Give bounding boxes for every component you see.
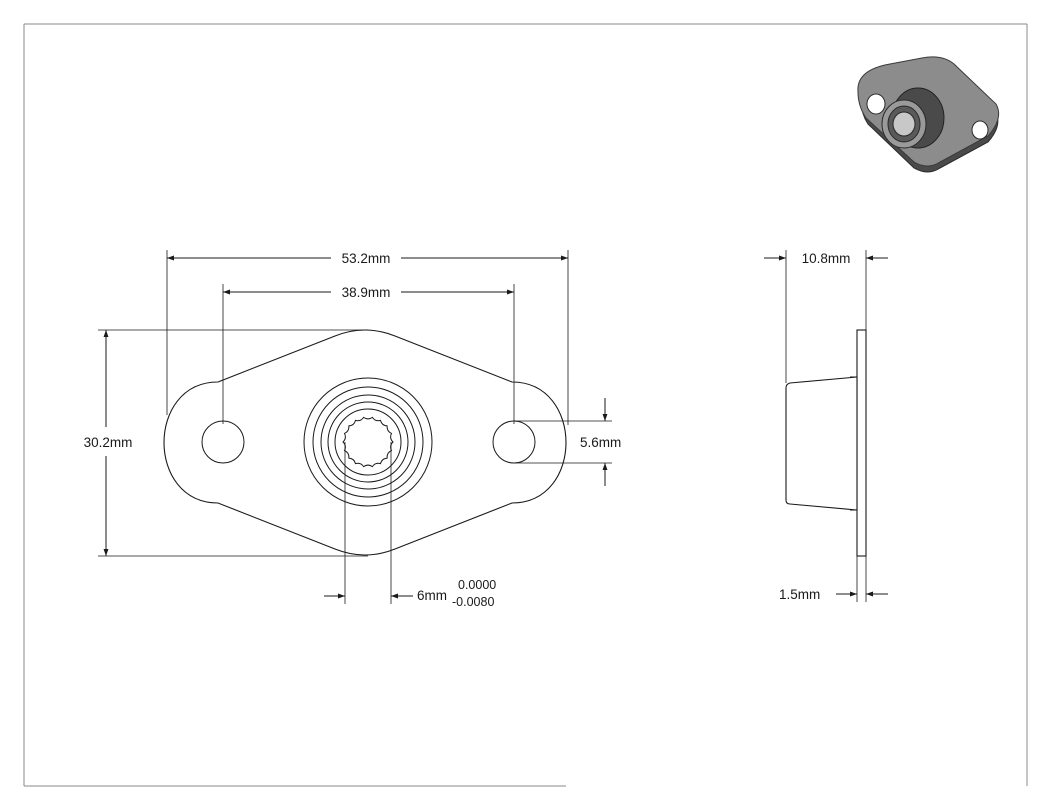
- overall-height-label: 30.2mm: [84, 435, 133, 450]
- bearing-housing-profile: [785, 376, 858, 511]
- bore-diameter-label: 6mm: [417, 588, 447, 603]
- flange-thickness-label: 1.5mm: [779, 587, 820, 602]
- flange-edge: [856, 329, 867, 557]
- hole-spacing-label: 38.9mm: [342, 285, 391, 300]
- front-view: [163, 329, 567, 556]
- overall-length-label: 53.2mm: [342, 251, 391, 266]
- side-view-dimensions: 10.8mm 1.5mm: [764, 250, 888, 602]
- splined-bore: [342, 416, 394, 468]
- hole-diameter-label: 5.6mm: [580, 435, 621, 450]
- front-view-dimensions: 53.2mm 38.9mm 30.2mm 5.6mm 6mm 0.0000 -0…: [84, 250, 621, 609]
- bore-tolerance-lower: -0.0080: [452, 595, 494, 609]
- bearing-rings: [303, 377, 433, 507]
- sheet-frame: [23, 23, 1028, 787]
- side-view: [785, 329, 867, 557]
- flange-outline: [163, 329, 567, 556]
- isometric-view: [857, 56, 1000, 173]
- flange-width-label: 10.8mm: [802, 251, 851, 266]
- bore-tolerance-upper: 0.0000: [458, 578, 496, 592]
